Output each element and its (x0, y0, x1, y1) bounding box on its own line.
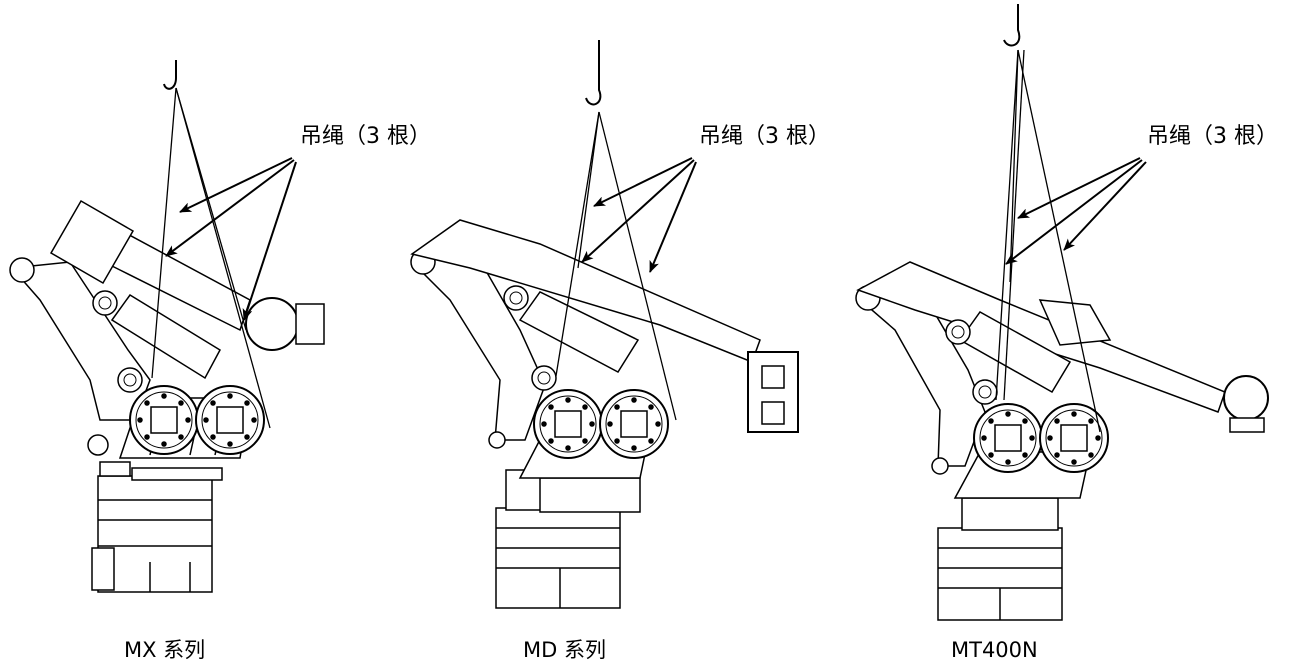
rope-callout-mx: 吊绳（3 根） (165, 124, 431, 321)
robot-wrist (1223, 375, 1269, 421)
robot-cylinder (958, 311, 1072, 394)
rope-callout-mt400n: 吊绳（3 根） (1005, 124, 1278, 265)
robot-cylinder (110, 293, 221, 380)
caption-md: MD 系列 (523, 638, 606, 662)
robot-cylinder (518, 291, 640, 373)
robot-figure-mt400n (855, 4, 1269, 621)
crane-hook-icon (163, 60, 177, 90)
lifting-ropes-mt400n (995, 49, 1101, 433)
crane-hook-icon (1003, 4, 1021, 47)
rope-callout-md: 吊绳（3 根） (581, 124, 830, 273)
robot-base (937, 497, 1063, 621)
rope-label: 吊绳（3 根） (699, 124, 830, 149)
robot-base (91, 461, 223, 593)
rope-label: 吊绳（3 根） (300, 124, 431, 149)
crane-hook-icon (585, 40, 602, 106)
robot-rear-link (410, 249, 546, 441)
caption-mx: MX 系列 (124, 638, 205, 662)
robot-base (495, 469, 641, 609)
caption-mt400n: MT400N (951, 638, 1038, 662)
robot-arm (856, 261, 1226, 413)
lifting-ropes-mx (151, 87, 271, 429)
robot-figure-mx (9, 60, 325, 593)
rope-label: 吊绳（3 根） (1147, 124, 1278, 149)
robot-wrist (245, 297, 299, 351)
robot-rear-link (10, 261, 151, 421)
robot-figure-md (410, 40, 799, 609)
lifting-ropes-md (555, 111, 677, 421)
